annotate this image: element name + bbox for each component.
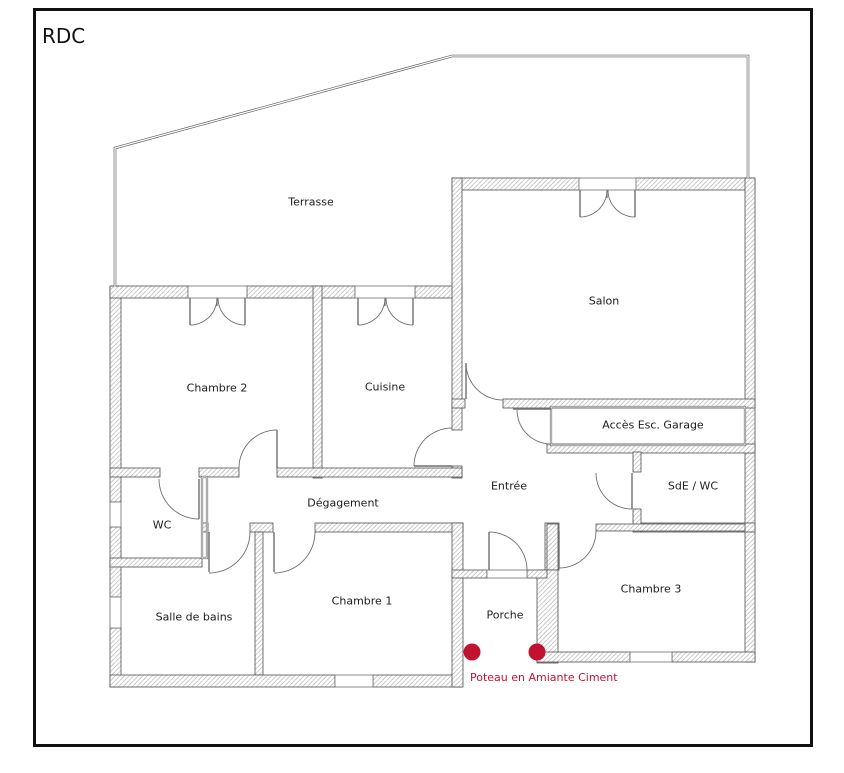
- door-chambre3: [558, 530, 597, 569]
- terrasse-boundary: [113, 54, 750, 287]
- asbestos-post-marker: [528, 643, 546, 661]
- window-cuisine-left: [357, 297, 386, 326]
- walls-layer: [109, 177, 756, 688]
- asbestos-post-annotation: Poteau en Amiante Ciment: [470, 671, 618, 684]
- door-cuisine: [413, 427, 453, 467]
- asbestos-post-marker: [463, 643, 481, 661]
- room-label-entree: Entrée: [490, 479, 528, 493]
- room-label-acces-esc-garage: Accès Esc. Garage: [602, 418, 704, 432]
- room-label-degagement: Dégagement: [307, 496, 379, 510]
- door-porche: [488, 531, 528, 571]
- room-label-terrasse: Terrasse: [288, 195, 334, 209]
- door-sde-wc: [595, 472, 633, 510]
- door-chambre2: [238, 429, 278, 469]
- room-label-salle-de-bains: Salle de bains: [155, 610, 233, 624]
- room-label-cuisine: Cuisine: [364, 380, 406, 394]
- door-chambre1: [273, 531, 316, 574]
- door-salon: [465, 362, 504, 401]
- room-label-salon: Salon: [588, 294, 620, 308]
- thin-walls-layer: [200, 405, 747, 560]
- room-label-sde-wc: SdE / WC: [667, 479, 719, 493]
- door-wc: [158, 478, 200, 520]
- asbestos-posts-layer: [463, 643, 546, 661]
- window-chambre2-left: [189, 297, 218, 326]
- french-door-salon-left: [579, 189, 608, 218]
- room-label-wc: WC: [152, 518, 172, 532]
- room-label-chambre3: Chambre 3: [620, 582, 682, 596]
- window-chambre2-right: [217, 297, 246, 326]
- window-cuisine-right: [385, 297, 414, 326]
- door-acces-garage: [513, 408, 552, 445]
- room-label-porche: Porche: [486, 608, 524, 622]
- room-label-chambre1: Chambre 1: [331, 594, 393, 608]
- floor-title: RDC: [42, 24, 86, 48]
- door-salle-de-bains: [208, 531, 251, 574]
- french-door-salon-right: [607, 189, 636, 218]
- doors-layer: [158, 189, 636, 574]
- room-label-chambre2: Chambre 2: [186, 381, 248, 395]
- drawing-border: [33, 8, 813, 747]
- windows-layer: [109, 177, 673, 688]
